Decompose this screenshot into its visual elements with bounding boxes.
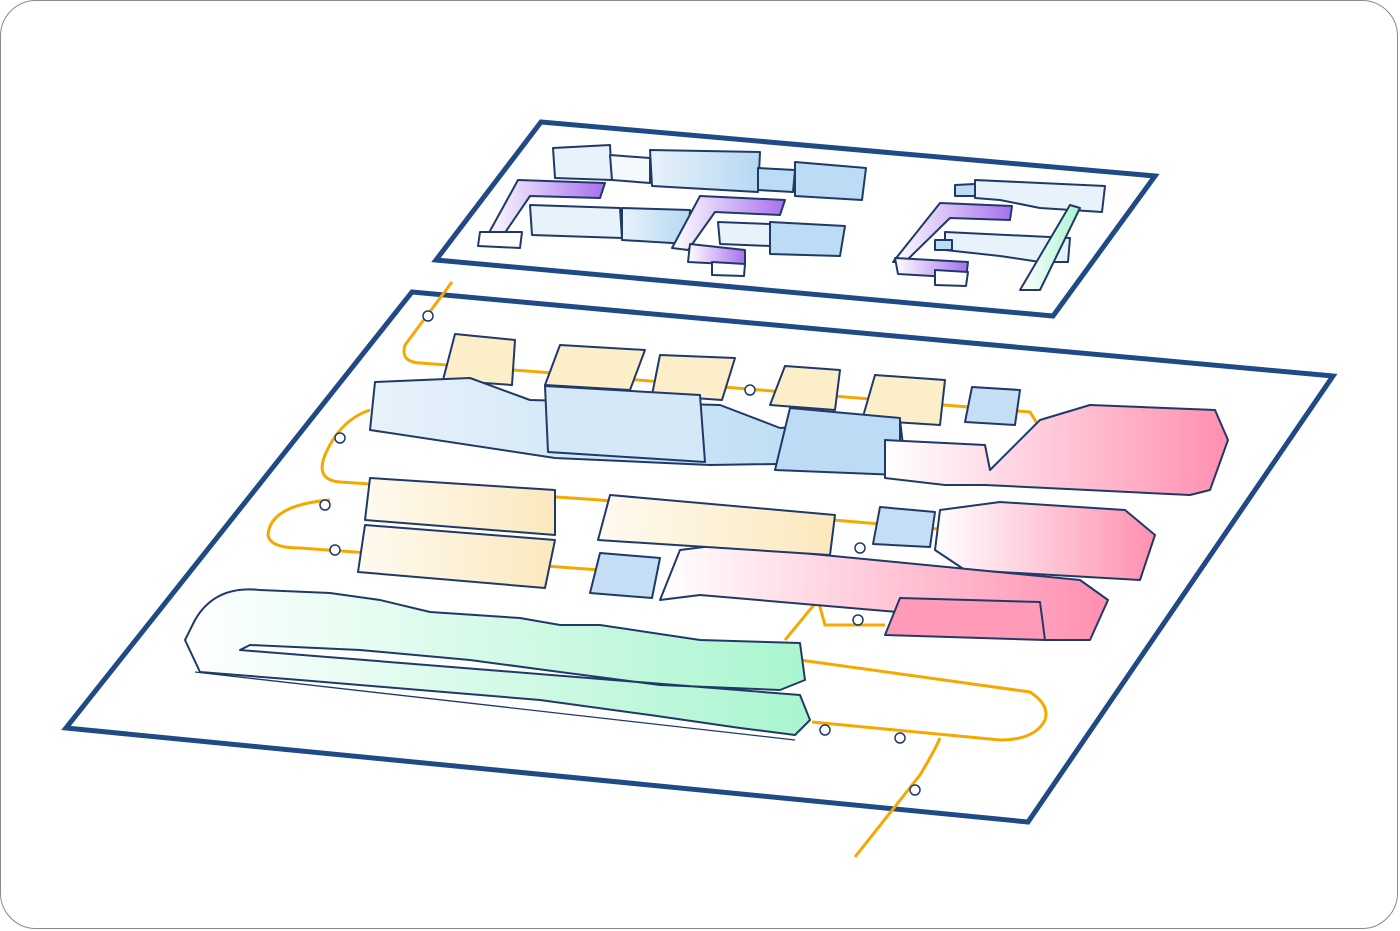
route-line [266,281,1048,858]
vehicle-icons [319,310,921,796]
vehicle-icon [744,384,756,396]
vehicle-icon [329,544,341,556]
upper-buildings-left [477,144,867,277]
vehicle-icon [852,614,864,626]
blue-building-row [369,377,906,476]
yellow-buildings [357,477,836,589]
upper-buildings-right [892,179,1106,291]
pink-buildings [659,404,1229,641]
vehicle-icon [894,732,906,744]
vehicle-icon [334,432,346,444]
vehicle-icon [909,784,921,796]
vehicle-icon [854,542,866,554]
vehicle-icon [422,310,434,322]
green-winding-building [184,588,811,741]
hatched-sheds [442,333,1021,599]
vehicle-icon [319,499,331,511]
vehicle-icon [819,724,831,736]
ground-level-plan [61,281,1338,858]
upper-level-plan [431,119,1160,319]
